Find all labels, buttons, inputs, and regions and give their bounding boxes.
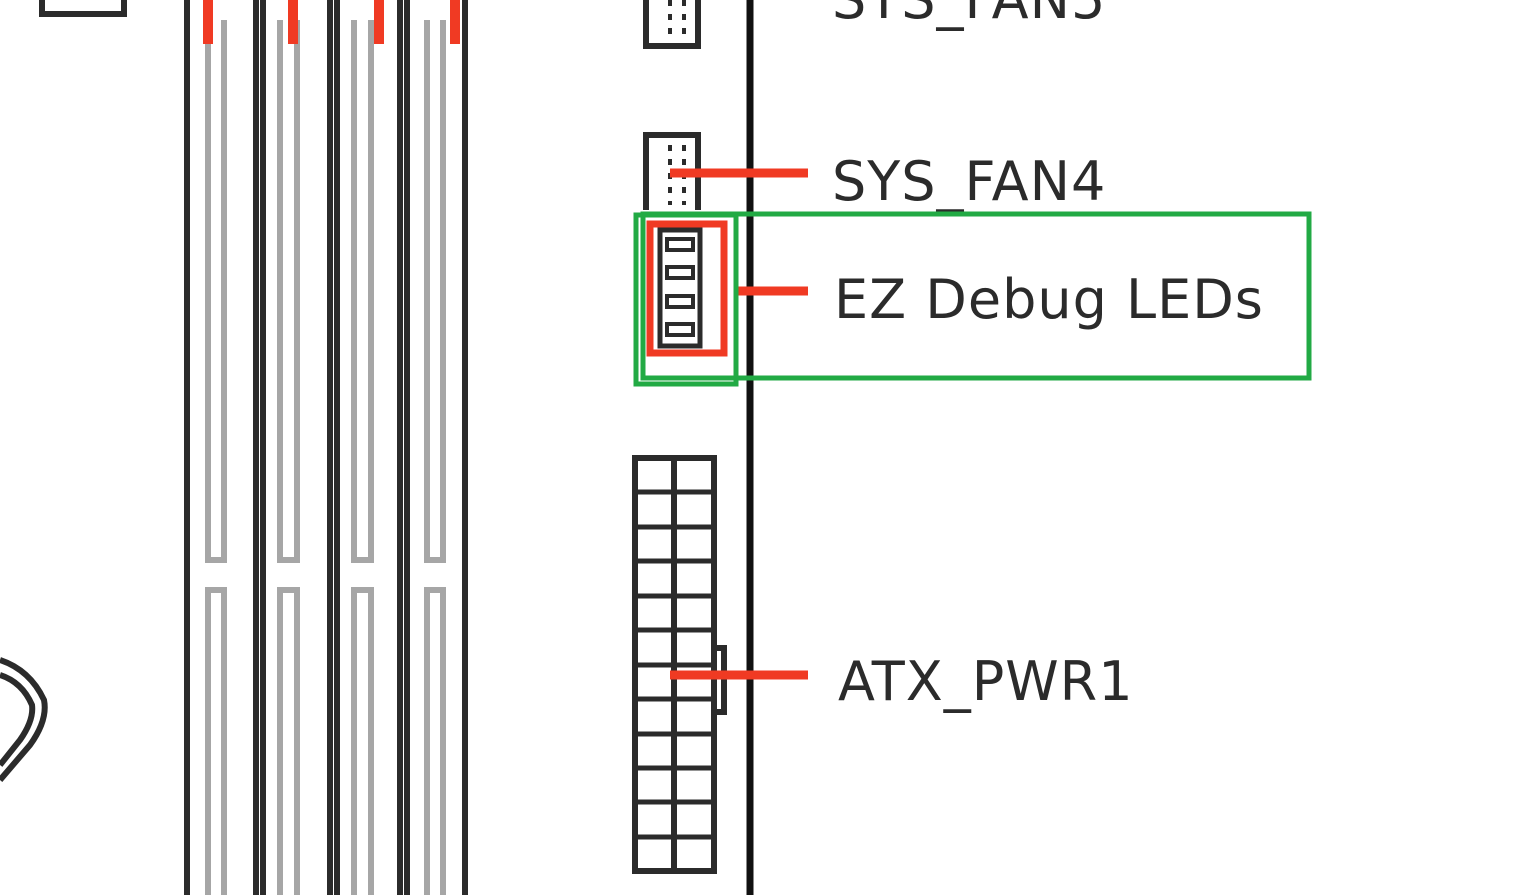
component-outline — [39, 0, 127, 17]
dimm-slots — [184, 0, 468, 895]
label-atx-pwr1: ATX_PWR1 — [838, 650, 1134, 713]
sys-fan5-header — [643, 0, 701, 49]
curved-component — [0, 657, 48, 782]
label-sys-fan5: SYS_FAN5 — [832, 0, 1106, 31]
ez-debug-leds — [646, 220, 728, 357]
highlight-box-label — [640, 211, 1312, 381]
label-sys-fan4: SYS_FAN4 — [832, 150, 1106, 213]
label-ez-debug-leds: EZ Debug LEDs — [834, 268, 1264, 331]
atx-power-connector — [632, 455, 727, 874]
